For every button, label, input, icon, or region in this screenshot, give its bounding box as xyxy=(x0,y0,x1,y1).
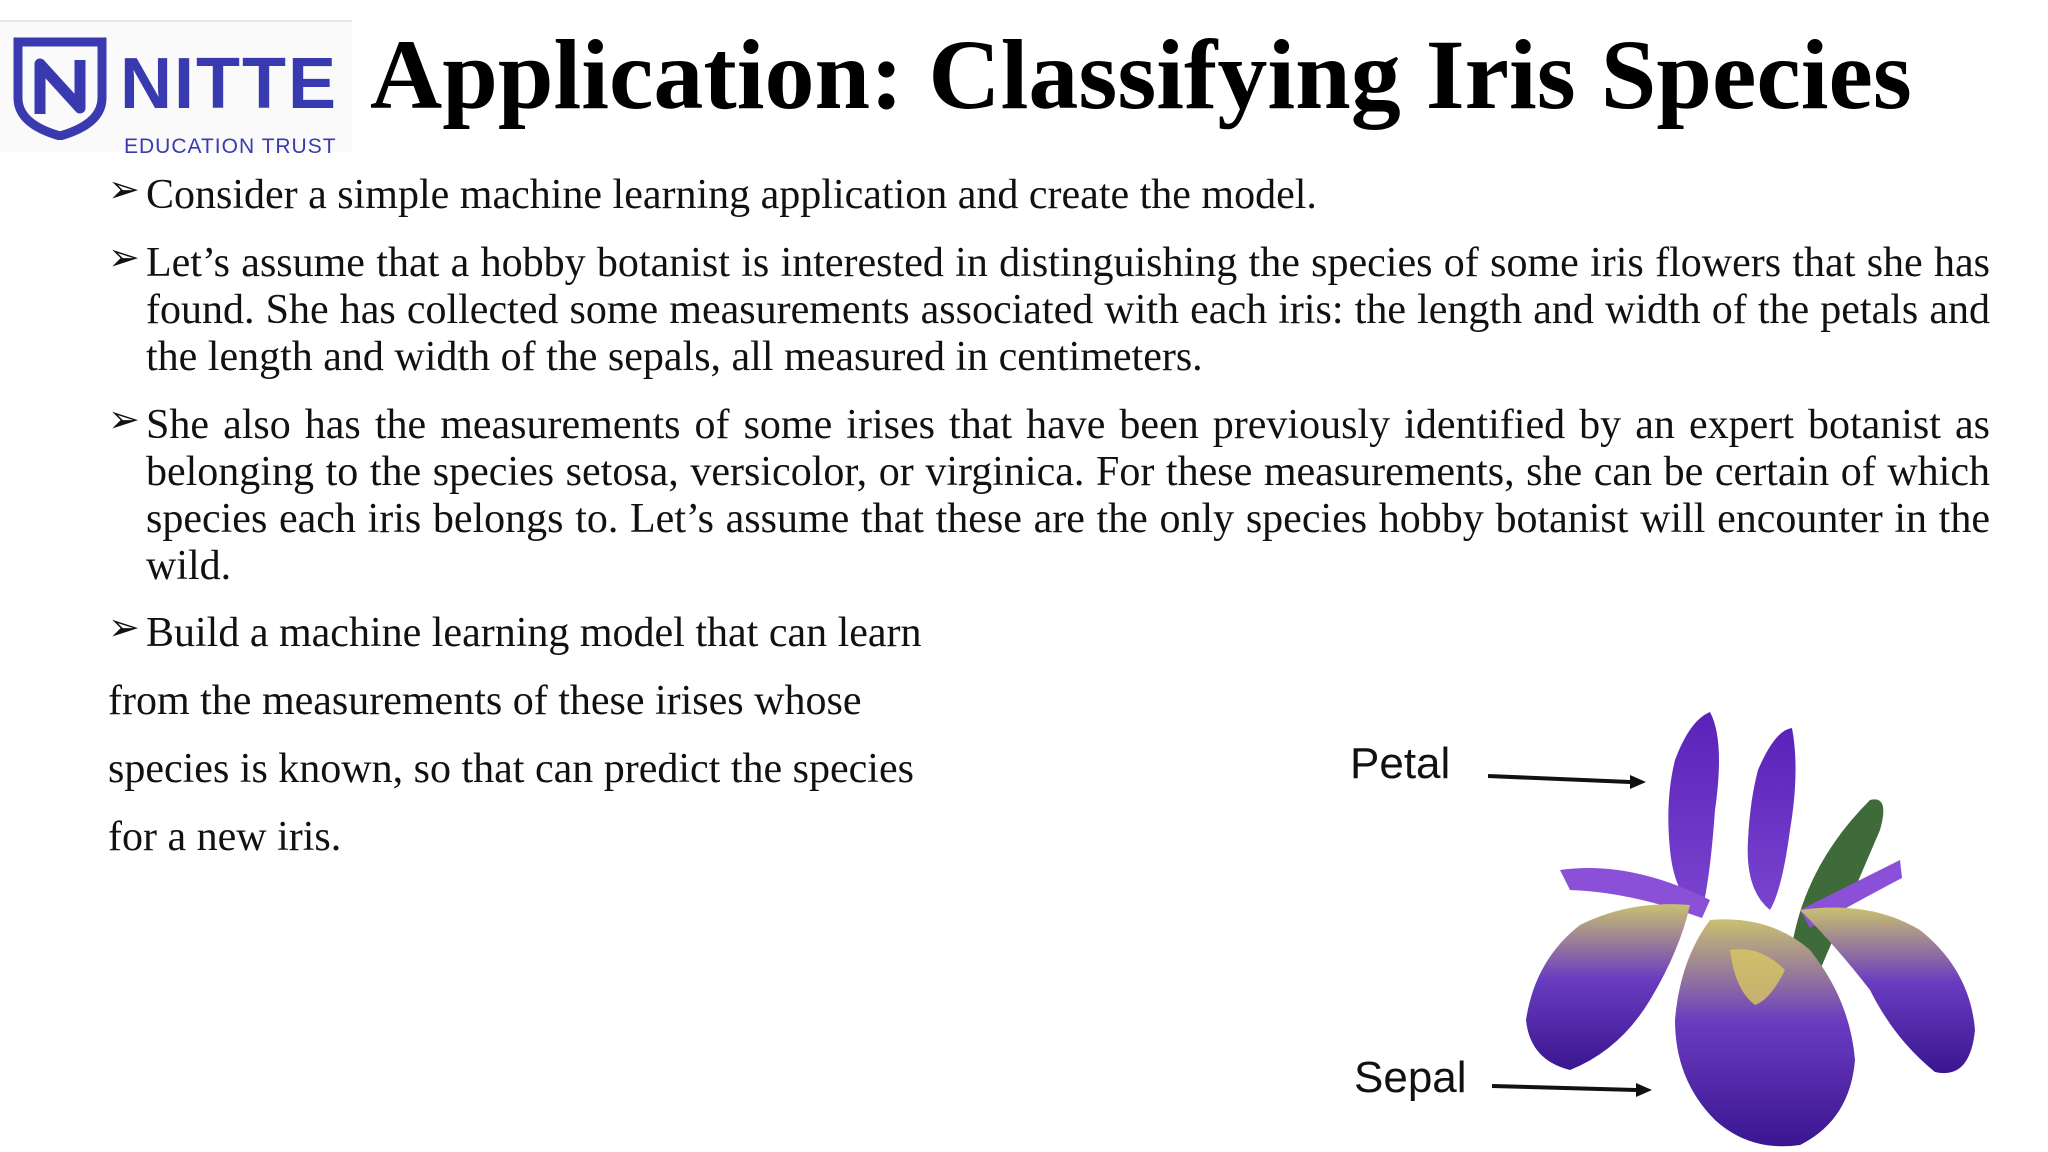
arrow-bullet-icon: ➢ xyxy=(108,167,140,211)
sepal-arrow xyxy=(1491,1084,1637,1092)
petal-label: Petal xyxy=(1350,739,1451,788)
bullet-3-text: She also has the measurements of some ir… xyxy=(146,402,1990,589)
nitte-shield-icon xyxy=(13,37,107,140)
bullet-4-text: Build a machine learning model that can … xyxy=(146,610,922,656)
bullet-3: ➢ She also has the measurements of some … xyxy=(108,397,1990,590)
logo-wordmark: NITTE xyxy=(120,44,338,124)
iris-petal-left xyxy=(1668,712,1719,910)
arrow-bullet-icon: ➢ xyxy=(108,605,140,649)
arrow-bullet-icon: ➢ xyxy=(108,397,140,441)
arrow-bullet-icon: ➢ xyxy=(108,235,140,279)
bullet-4-continuation-3: for a new iris. xyxy=(108,814,342,860)
bullet-4: ➢ Build a machine learning model that ca… xyxy=(108,605,1008,657)
iris-sepal-front xyxy=(1675,919,1855,1147)
bullet-4-continuation-2: species is known, so that can predict th… xyxy=(108,746,914,792)
iris-flower-illustration xyxy=(1487,712,1975,1147)
iris-sepal-right xyxy=(1800,907,1975,1074)
nitte-logo: NITTE EDUCATION TRUST xyxy=(0,20,352,157)
petal-arrow xyxy=(1487,774,1631,784)
bullet-1: ➢ Consider a simple machine learning app… xyxy=(108,167,1990,219)
iris-figure: Petal Sepal xyxy=(1330,700,2010,1152)
bullet-2-text: Let’s assume that a hobby botanist is in… xyxy=(146,240,1990,380)
sepal-label: Sepal xyxy=(1354,1053,1467,1102)
slide-title: Application: Classifying Iris Species xyxy=(370,19,1912,130)
bullet-1-text: Consider a simple machine learning appli… xyxy=(146,172,1317,218)
bullet-4-continuation-1: from the measurements of these irises wh… xyxy=(108,678,862,724)
iris-petal-right xyxy=(1747,728,1796,910)
iris-bud xyxy=(1790,799,1884,970)
iris-sepal-left xyxy=(1526,904,1690,1070)
bullet-2: ➢ Let’s assume that a hobby botanist is … xyxy=(108,235,1990,381)
logo-subtitle: EDUCATION TRUST xyxy=(124,135,337,158)
